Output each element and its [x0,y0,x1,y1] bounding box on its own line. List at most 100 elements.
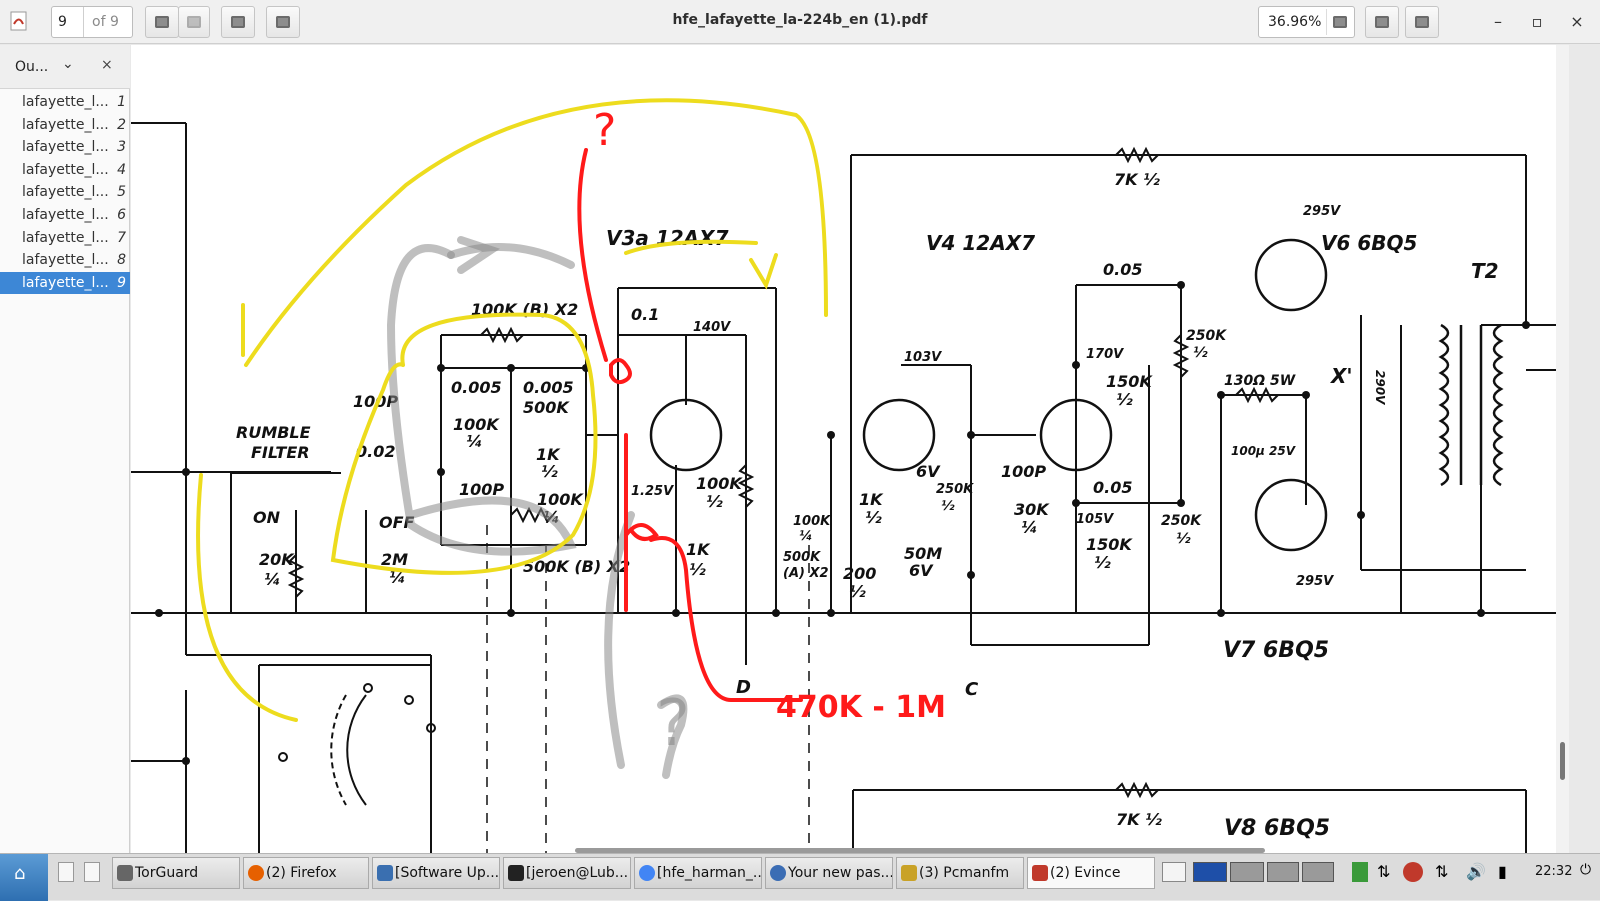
volume-icon[interactable]: 🔊 [1466,862,1486,881]
update-notifier-icon[interactable] [1403,862,1423,882]
label-50m: 50M [904,544,942,563]
history-forward-button[interactable] [178,6,210,38]
label-250k-b-watt: ½ [1193,345,1208,361]
outline-item[interactable]: lafayette_l...6 [0,204,130,227]
task-label: [Software Up... [395,865,500,881]
page-total-label: of 9 [92,14,119,30]
output-transformer [1438,323,1504,487]
label-500k-b-x2: 500K (B) X2 [523,557,630,576]
search-icon [1375,16,1389,28]
torguard-icon [117,865,133,881]
outline-item-page: 5 [117,184,126,201]
menu-button[interactable] [1405,6,1439,38]
file-manager-icon[interactable] [84,862,100,882]
label-100p-b: 100P [459,480,504,499]
label-250k-c-watt: ½ [1176,531,1191,547]
power-icon[interactable]: ⏻ [1580,862,1592,878]
schematic-wires [131,122,1556,853]
taskbar-item-software-updater[interactable]: [Software Up... [372,857,500,889]
outline-item[interactable]: lafayette_l...3 [0,136,130,159]
vertical-scrollbar[interactable] [1556,45,1569,853]
taskbar-item-chrome[interactable]: [hfe_harman_... [634,857,762,889]
search-button[interactable] [1365,6,1399,38]
history-back-button[interactable] [145,6,179,38]
junction-dots [155,281,1530,765]
sidebar: Ou... ⌄ × lafayette_l...1 lafayette_l...… [0,45,130,853]
outline-item[interactable]: lafayette_l... 5 [0,181,130,204]
taskbar-item-evince[interactable]: (2) Evince [1027,857,1155,889]
taskbar-item-mail[interactable]: Your new pas... [765,857,893,889]
outline-item[interactable]: lafayette_l...8 [0,249,130,272]
taskbar-item-firefox[interactable]: (2) Firefox [243,857,369,889]
sidebar-mode-selector[interactable]: Ou... [15,59,49,75]
red-resistor-range-note: 470K - 1M [776,690,946,725]
next-page-button[interactable] [266,6,300,38]
taskbar-item-torguard[interactable]: TorGuard [112,857,240,889]
label-6v: 6V [916,462,941,481]
red-annotation [577,148,803,702]
outline-item-selected[interactable]: lafayette_l...9 [0,271,130,295]
start-menu-button[interactable]: ⌂ [0,854,48,901]
label-200-watt: ½ [849,582,866,601]
mail-icon [770,865,786,881]
horizontal-scrollbar-thumb[interactable] [575,848,1265,853]
outline-item-label: lafayette_l... [22,229,109,246]
label-105v: 105V [1076,512,1114,527]
network-icon[interactable]: ⇅ [1377,862,1391,881]
zoom-selector[interactable]: 36.96% [1258,6,1355,38]
zoom-value[interactable]: 36.96% [1268,14,1322,30]
taskbar-item-pcmanfm[interactable]: (3) Pcmanfm [896,857,1024,889]
outline-item[interactable]: lafayette_l...7 [0,227,130,250]
label-50m-volt: 6V [909,561,934,580]
outline-item[interactable]: lafayette_l...4 [0,159,130,182]
label-170v: 170V [1086,347,1124,362]
vertical-scrollbar-thumb[interactable] [1560,742,1565,780]
label-250k-b: 250K [1186,328,1227,344]
workspace-3[interactable] [1230,862,1264,882]
show-desktop-icon[interactable] [58,862,74,882]
label-250k-a-watt: ½ [941,499,955,514]
previous-page-button[interactable] [221,6,255,38]
workspace-4[interactable] [1267,862,1299,882]
battery-icon[interactable]: ▮ [1498,862,1507,881]
outline-item-page: 8 [117,252,126,269]
minimize-button[interactable]: – [1494,12,1502,31]
close-button[interactable]: × [1570,12,1584,31]
workspace-5[interactable] [1302,862,1334,882]
label-30k: 30K [1014,500,1050,519]
taskbar-item-terminal[interactable]: [jeroen@Lub... [503,857,631,889]
label-d: D [736,677,751,698]
label-c: C [965,679,979,700]
label-100k-a-watt: ¼ [466,432,483,451]
page-number-field[interactable]: 9 of 9 [51,6,133,38]
label-on: ON [253,508,281,527]
maximize-button[interactable]: ▫ [1531,12,1543,31]
chevron-down-icon[interactable]: ⌄ [62,56,74,72]
label-0-05-b: 0.05 [1093,478,1132,497]
outline-item-label: lafayette_l... [22,94,109,110]
page-number-input[interactable]: 9 [52,7,84,37]
outline-item[interactable]: lafayette_l...1 [0,91,130,114]
evince-icon [10,11,27,31]
label-500k-c-ax2: (A) X2 [783,566,829,581]
label-1k-c: 1K [859,490,884,509]
label-200: 200 [843,564,876,583]
firefox-icon [248,865,264,881]
workspace-1[interactable] [1162,862,1186,882]
label-v3a: V3a 12AX7 [606,226,729,250]
outline-item-page: 2 [117,116,126,133]
clock[interactable]: 22:32 [1535,864,1573,879]
outline-item-label: lafayette_l... [22,274,109,291]
label-100k-b: 100K [537,490,584,509]
label-100k-a: 100K [453,415,500,434]
outline-item-label: lafayette_l... [22,184,109,201]
zoom-dropdown-button[interactable] [1326,9,1352,35]
outline-item[interactable]: lafayette_l...2 [0,114,130,137]
outline-list: lafayette_l...1 lafayette_l...2 lafayett… [0,91,130,295]
label-7k-a: 7K ½ [1114,170,1160,189]
document-view[interactable]: RUMBLE FILTER ON OFF 20K ¼ 2M ¼ 100P 0.0… [131,45,1556,853]
transfer-icon[interactable]: ⇅ [1435,862,1449,881]
close-icon[interactable]: × [101,57,113,73]
workspace-2[interactable] [1193,862,1227,882]
evince-icon [1032,865,1048,881]
